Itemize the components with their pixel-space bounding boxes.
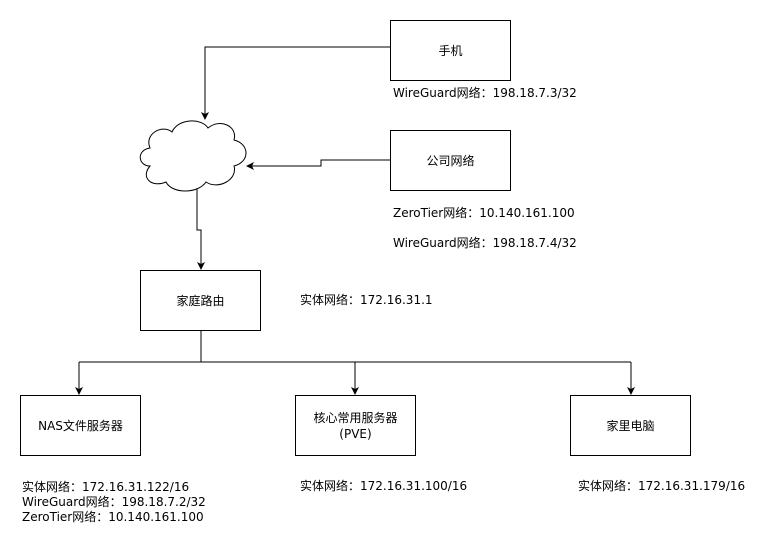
company-zerotier-label: ZeroTier网络：10.140.161.100 bbox=[393, 206, 575, 220]
core-ip-label: 实体网络：172.16.31.100/16 bbox=[300, 479, 468, 493]
home-router-node-label: 家庭路由 bbox=[176, 293, 225, 308]
company-network-node[interactable]: 公司网络 bbox=[390, 130, 511, 191]
phone-node-label: 手机 bbox=[438, 43, 463, 58]
home-pc-node[interactable]: 家里电脑 bbox=[570, 395, 691, 456]
nas-wireguard-label: WireGuard网络：198.18.7.2/32 bbox=[22, 495, 206, 509]
core-server-node-sublabel: (PVE) bbox=[339, 426, 372, 441]
home-pc-node-label: 家里电脑 bbox=[606, 418, 655, 433]
company-network-node-label: 公司网络 bbox=[426, 153, 475, 168]
core-server-node[interactable]: 核心常用服务器 (PVE) bbox=[295, 395, 416, 456]
edge-company-cloud bbox=[246, 159, 390, 170]
phone-node[interactable]: 手机 bbox=[390, 20, 511, 81]
nas-server-node[interactable]: NAS文件服务器 bbox=[20, 395, 141, 456]
nas-zerotier-label: ZeroTier网络：10.140.161.100 bbox=[22, 510, 204, 524]
internet-cloud-icon bbox=[139, 120, 247, 192]
core-server-node-label: 核心常用服务器 bbox=[313, 410, 398, 425]
edge-phone-cloud bbox=[201, 46, 390, 120]
phone-wireguard-label: WireGuard网络：198.18.7.3/32 bbox=[393, 86, 577, 100]
nas-server-node-label: NAS文件服务器 bbox=[38, 418, 123, 433]
home-router-node[interactable]: 家庭路由 bbox=[140, 270, 261, 331]
router-ip-label: 实体网络：172.16.31.1 bbox=[300, 293, 433, 307]
company-wireguard-label: WireGuard网络：198.18.7.4/32 bbox=[393, 236, 577, 250]
nas-ip-label: 实体网络：172.16.31.122/16 bbox=[22, 480, 190, 494]
pc-ip-label: 实体网络：172.16.31.179/16 bbox=[578, 479, 746, 493]
edge-cloud-router bbox=[196, 189, 205, 270]
